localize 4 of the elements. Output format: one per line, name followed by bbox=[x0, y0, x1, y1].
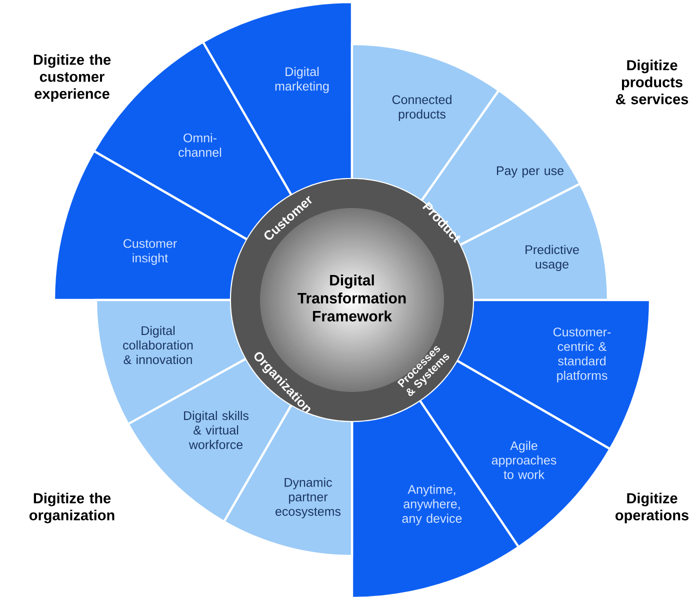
heading: Digitize products & services bbox=[616, 60, 688, 104]
heading: Digitize the organization bbox=[29, 492, 114, 524]
center-title: Digital Transformation Framework bbox=[298, 274, 406, 322]
heading: Digitize operations bbox=[616, 492, 688, 524]
